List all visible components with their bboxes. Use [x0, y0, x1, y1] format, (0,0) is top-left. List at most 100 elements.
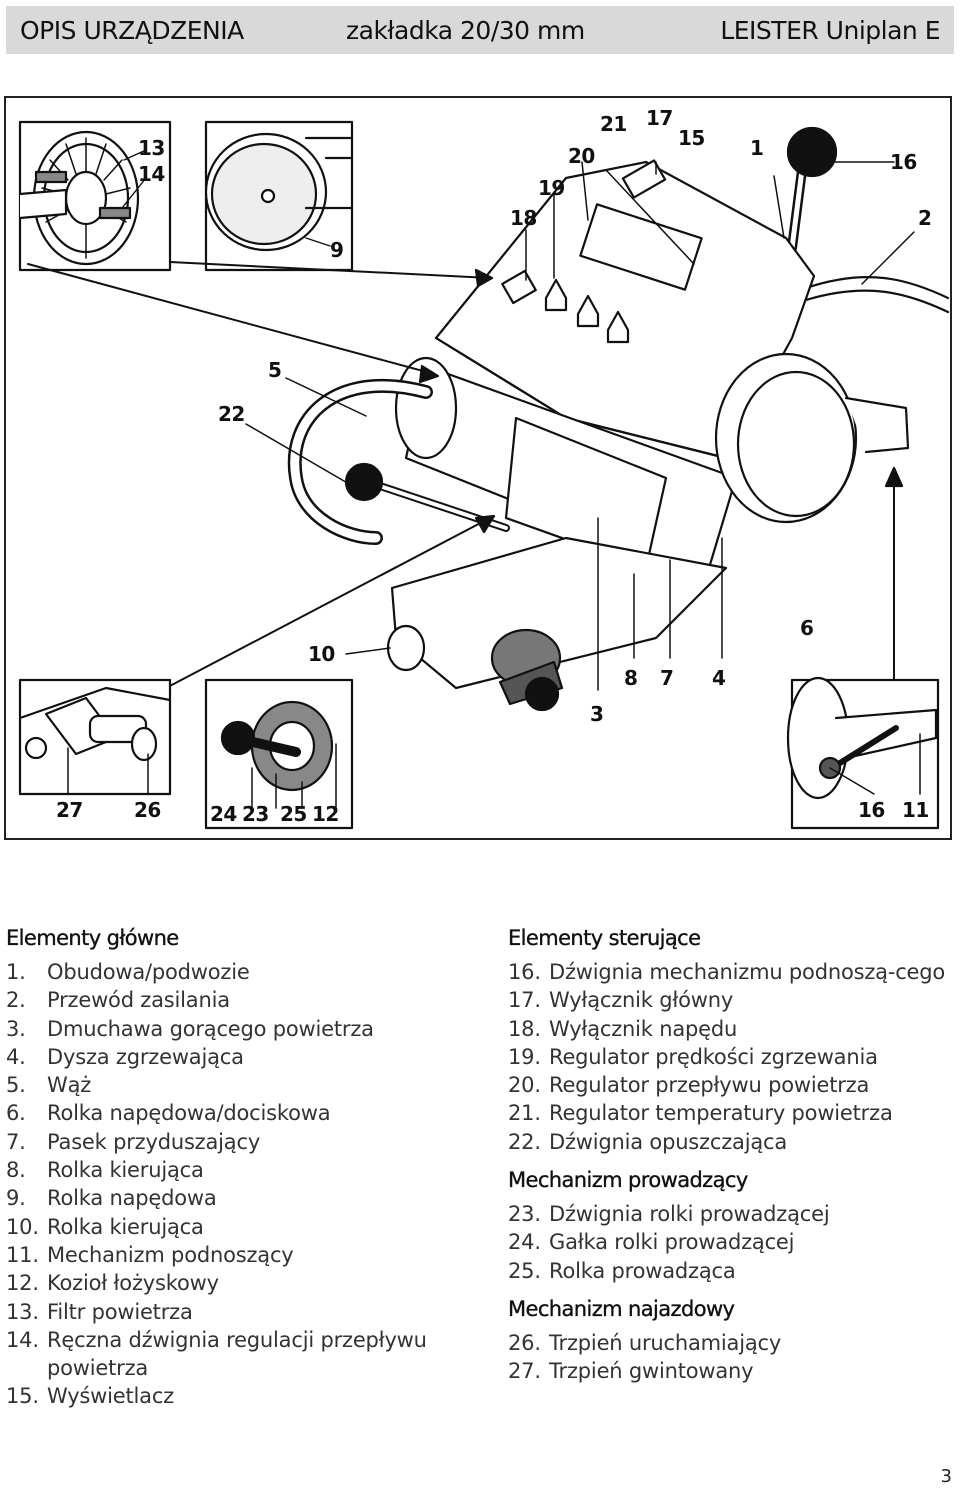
- callout-27: 27: [56, 798, 83, 822]
- list-item: 11. Mechanizm podnoszący: [6, 1241, 476, 1269]
- list-item-number: 25.: [508, 1258, 541, 1283]
- main-elements-title: Elementy główne: [6, 926, 180, 950]
- list-item: 23. Dźwignia rolki prowadzącej: [508, 1200, 953, 1228]
- list-item-number: 11.: [6, 1242, 39, 1267]
- list-item-number: 22.: [508, 1129, 541, 1154]
- callout-5: 5: [268, 358, 282, 382]
- list-item-text: Rolka napędowa/dociskowa: [47, 1101, 331, 1126]
- callout-16-top: 16: [890, 150, 917, 174]
- callout-22: 22: [218, 402, 245, 426]
- list-item-text: Obudowa/podwozie: [47, 960, 250, 984]
- list-item: 3.Dmuchawa gorącego powietrza: [6, 1015, 476, 1043]
- header-product-name: LEISTER Uniplan E: [720, 15, 940, 45]
- list-item-number: 4.: [6, 1044, 26, 1069]
- list-item-text: Regulator temperatury powietrza: [549, 1101, 893, 1126]
- callout-23: 23: [242, 802, 269, 826]
- list-item: 19. Regulator prędkości zgrzewania: [508, 1043, 953, 1071]
- list-item: 5.Wąż: [6, 1071, 476, 1099]
- page-number: 3: [940, 1466, 952, 1487]
- list-item-number: 1.: [6, 960, 26, 984]
- list-item: 8.Rolka kierująca: [6, 1156, 476, 1184]
- callout-4: 4: [712, 666, 726, 690]
- list-item: 2. Przewód zasilania: [6, 986, 476, 1014]
- list-item: 21. Regulator temperatury powietrza: [508, 1099, 953, 1127]
- list-item-text: Dźwignia rolki prowadzącej: [549, 1202, 830, 1227]
- callout-2: 2: [918, 206, 932, 230]
- list-item-number: 10.: [6, 1214, 39, 1239]
- ramp-mechanism-title: Mechanizm najazdowy: [508, 1296, 735, 1321]
- list-item-number: 16.: [508, 960, 541, 984]
- list-item-number: 13.: [6, 1299, 39, 1324]
- list-item-text: Regulator przepływu powietrza: [549, 1073, 870, 1098]
- list-item: 27.Trzpień gwintowany: [508, 1357, 953, 1385]
- list-item-text: Wyświetlacz: [47, 1384, 174, 1409]
- header-subtitle: zakładka 20/30 mm: [346, 15, 585, 45]
- list-item: 10.Rolka kierująca: [6, 1213, 476, 1241]
- list-item: 20.Regulator przepływu powietrza: [508, 1071, 953, 1099]
- list-item-text: Gałka rolki prowadzącej: [549, 1230, 795, 1255]
- list-item: 1. Obudowa/podwozie: [6, 958, 476, 986]
- header-section-title: OPIS URZĄDZENIA: [20, 15, 244, 45]
- list-item: 24.Gałka rolki prowadzącej: [508, 1228, 953, 1256]
- list-item-number: 19.: [508, 1044, 541, 1069]
- inset-guide-roller: [204, 678, 354, 830]
- list-item: 6. Rolka napędowa/dociskowa: [6, 1099, 476, 1127]
- list-item-number: 8.: [6, 1158, 26, 1183]
- page-header: OPIS URZĄDZENIA zakładka 20/30 mm LEISTE…: [6, 6, 954, 54]
- list-item: 4.Dysza zgrzewająca: [6, 1043, 476, 1071]
- callout-9: 9: [330, 238, 344, 262]
- list-item-number: 9.: [6, 1186, 26, 1211]
- callout-18: 18: [510, 206, 537, 230]
- list-item-number: 23.: [508, 1202, 541, 1227]
- callout-20: 20: [568, 144, 595, 168]
- callout-10: 10: [308, 642, 335, 666]
- list-item-text: Kozioł łożyskowy: [47, 1271, 219, 1296]
- callout-17: 17: [646, 106, 673, 130]
- list-item-number: 6.: [6, 1101, 26, 1126]
- list-item-text: Mechanizm podnoszący: [47, 1242, 294, 1267]
- list-item-text: Trzpień uruchamiający: [549, 1330, 782, 1355]
- list-item-text: Przewód zasilania: [47, 988, 230, 1013]
- list-item-text: Wąż: [47, 1073, 92, 1098]
- list-item: 7. Pasek przyduszający: [6, 1128, 476, 1156]
- callout-25: 25: [280, 802, 307, 826]
- controls-title: Elementy sterujące: [508, 926, 701, 950]
- list-item-number: 26.: [508, 1330, 541, 1355]
- inset-drive-roller: [204, 120, 354, 272]
- list-item-text: Dźwignia opuszczająca: [549, 1129, 788, 1154]
- list-item-text: Rolka prowadząca: [549, 1258, 736, 1283]
- callout-16-bottom: 16: [858, 798, 885, 822]
- callout-7: 7: [660, 666, 674, 690]
- callout-6: 6: [800, 616, 814, 640]
- inset-ramp-pins: [18, 678, 172, 796]
- list-item-number: 15.: [6, 1384, 39, 1409]
- controls-column: Elementy sterujące 16.Dźwignia mechanizm…: [508, 926, 953, 1386]
- machine-main-body: [27, 126, 950, 712]
- callout-14: 14: [138, 162, 165, 186]
- callout-11: 11: [902, 798, 929, 822]
- callout-13: 13: [138, 136, 165, 160]
- list-item-text: Regulator prędkości zgrzewania: [549, 1044, 878, 1069]
- list-item-number: 12.: [6, 1271, 39, 1296]
- list-item-text: Wyłącznik napędu: [549, 1016, 738, 1041]
- callout-12: 12: [312, 802, 339, 826]
- callout-8: 8: [624, 666, 638, 690]
- guide-mechanism-title: Mechanizm prowadzący: [508, 1168, 749, 1193]
- list-item-number: 7.: [6, 1129, 26, 1154]
- list-item-text: Pasek przyduszający: [47, 1129, 261, 1154]
- list-item: 9.Rolka napędowa: [6, 1184, 476, 1212]
- device-diagram: 13 14 9 18 19 20 21 17 15 1 16 2 5 22 6 …: [4, 96, 952, 840]
- list-item-number: 2.: [6, 988, 26, 1013]
- list-item-number: 27.: [508, 1359, 541, 1384]
- callout-15: 15: [678, 126, 705, 150]
- list-item: 22. Dźwignia opuszczająca: [508, 1128, 953, 1156]
- list-item: 12. Kozioł łożyskowy: [6, 1269, 476, 1297]
- list-item-text: Filtr powietrza: [47, 1299, 193, 1324]
- list-item-number: 3.: [6, 1016, 26, 1041]
- list-item-number: 21.: [508, 1101, 541, 1126]
- inset-lifting-mechanism: [786, 676, 940, 830]
- callout-24: 24: [210, 802, 237, 826]
- list-item: 16.Dźwignia mechanizmu podnoszą-cego: [508, 958, 953, 986]
- list-item-text: Ręczna dźwignia regulacji przepływu powi…: [47, 1327, 427, 1381]
